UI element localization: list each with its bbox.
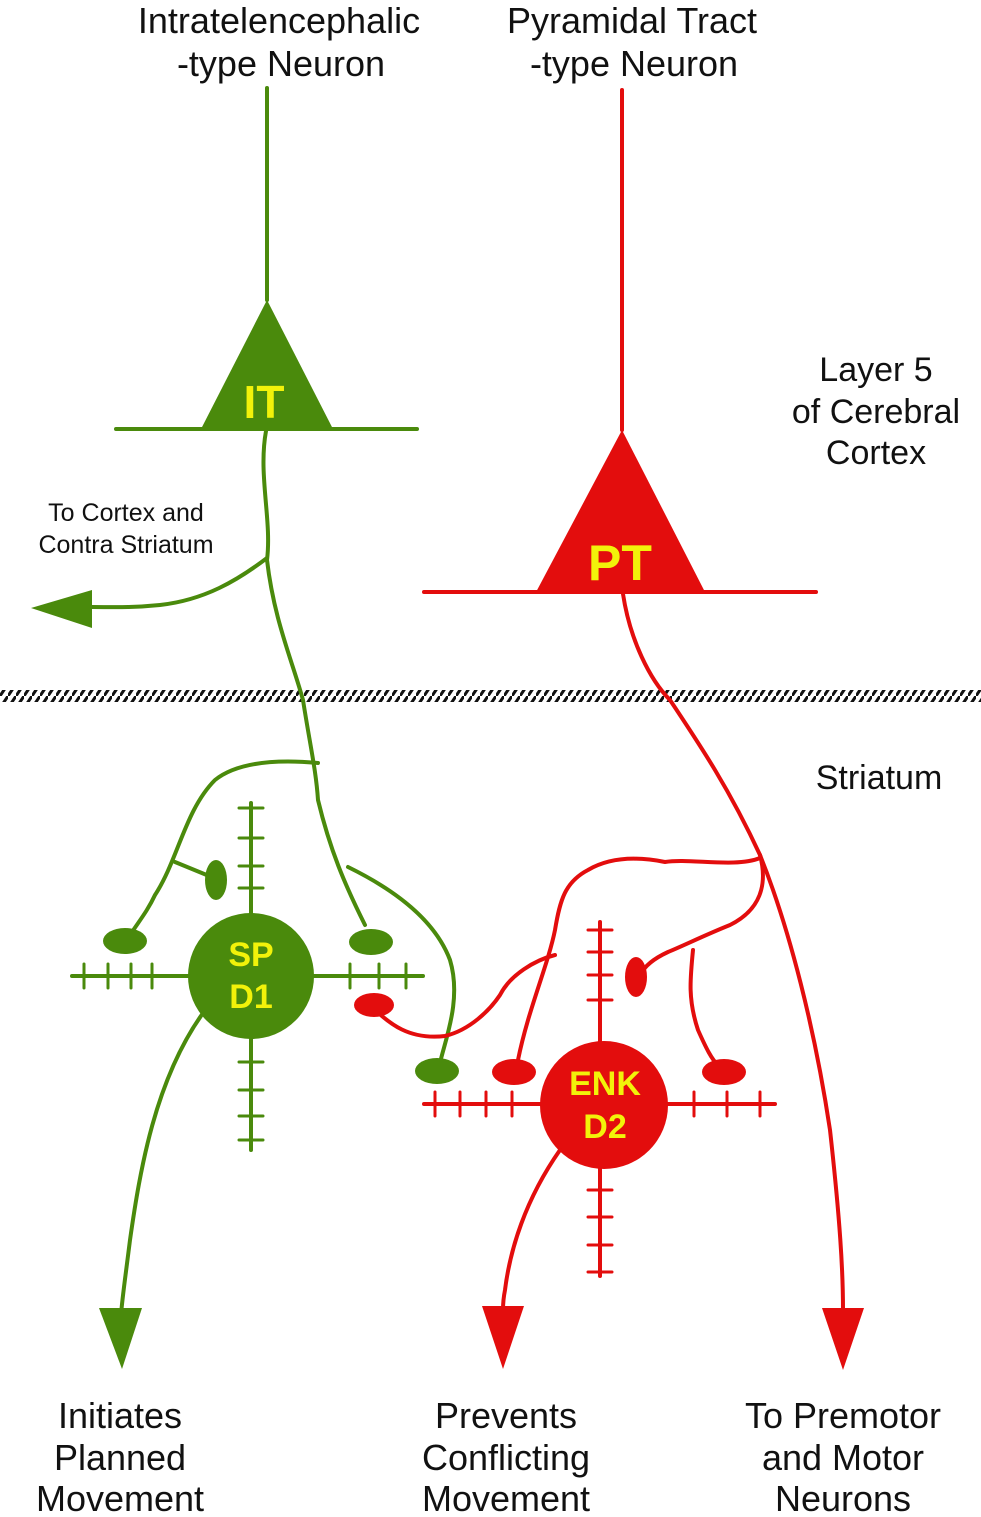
it-soma-label: IT [244,376,285,428]
sp-d1-soma [188,913,314,1039]
enk-d2-soma [540,1041,668,1169]
out1-line3: Movement [36,1478,204,1517]
sp-axon [119,1011,205,1317]
enk-soma-label-line1: ENK [569,1065,641,1103]
it-axon-contra-branch [90,556,269,610]
layer-label-line3: Cortex [826,434,926,472]
it-synapse-1 [103,928,147,954]
pt-output-arrowhead [822,1308,864,1370]
pt-collateral-c [688,948,720,1067]
pt-synapse-3 [492,1059,536,1085]
it-synapse-3 [349,929,393,955]
it-neuron-title: Intratelencephalic -type Neuron [138,0,420,84]
it-soma [200,300,334,431]
it-synapse-4 [415,1058,459,1084]
pt-title-line2: -type Neuron [530,43,738,84]
enk-axon [501,1148,562,1312]
enk-output-arrowhead [482,1306,524,1369]
contra-label-line2: Contra Striatum [38,531,213,559]
enk-soma-label-line2: D2 [583,1108,626,1146]
sp-spines [82,806,408,1142]
contra-striatum-label: To Cortex and Contra Striatum [38,499,213,559]
layer5-label: Layer 5 of Cerebral Cortex [792,351,960,472]
output-label-motor: To Premotor and Motor Neurons [745,1395,941,1517]
pt-soma-label: PT [588,535,652,591]
it-collateral-right [346,865,457,1065]
layer-label-line2: of Cerebral [792,393,960,431]
pt-collateral-a [638,853,765,977]
out3-line3: Neurons [775,1478,911,1517]
sp-soma-label-line2: D1 [229,978,272,1016]
it-synapse-2 [205,860,227,900]
pt-axon-main [621,592,845,1312]
out2-line1: Prevents [435,1395,577,1436]
cortex-striatum-boundary [0,690,981,702]
striatum-label: Striatum [816,759,943,797]
out1-line2: Planned [54,1437,186,1478]
pt-synapse-2 [625,957,647,997]
pt-title-line1: Pyramidal Tract [507,0,757,41]
pt-soma [535,430,706,594]
output-label-planned: Initiates Planned Movement [36,1395,204,1517]
layer-label-line1: Layer 5 [819,351,932,389]
out2-line2: Conflicting [422,1437,590,1478]
it-title-line2: -type Neuron [177,43,385,84]
pt-synapse-1 [354,993,394,1017]
out3-line2: and Motor [762,1437,924,1478]
it-neuron [31,86,459,1369]
sp-output-arrowhead [99,1308,142,1369]
it-title-line1: Intratelencephalic [138,0,420,41]
pt-neuron-title: Pyramidal Tract -type Neuron [507,0,757,84]
it-contra-arrowhead [31,590,92,628]
pt-synapse-4 [702,1059,746,1085]
it-collateral-left [130,759,320,934]
output-label-conflicting: Prevents Conflicting Movement [422,1395,590,1517]
it-axon-main [261,429,367,927]
pt-collateral-b [516,856,762,1062]
enk-spines [433,928,762,1274]
contra-label-line1: To Cortex and [48,499,204,527]
out1-line1: Initiates [58,1395,182,1436]
out3-line1: To Premotor [745,1395,941,1436]
pt-neuron [354,88,864,1370]
sp-soma-label-line1: SP [228,936,273,974]
out2-line3: Movement [422,1478,590,1517]
pt-collateral-d [368,953,557,1039]
